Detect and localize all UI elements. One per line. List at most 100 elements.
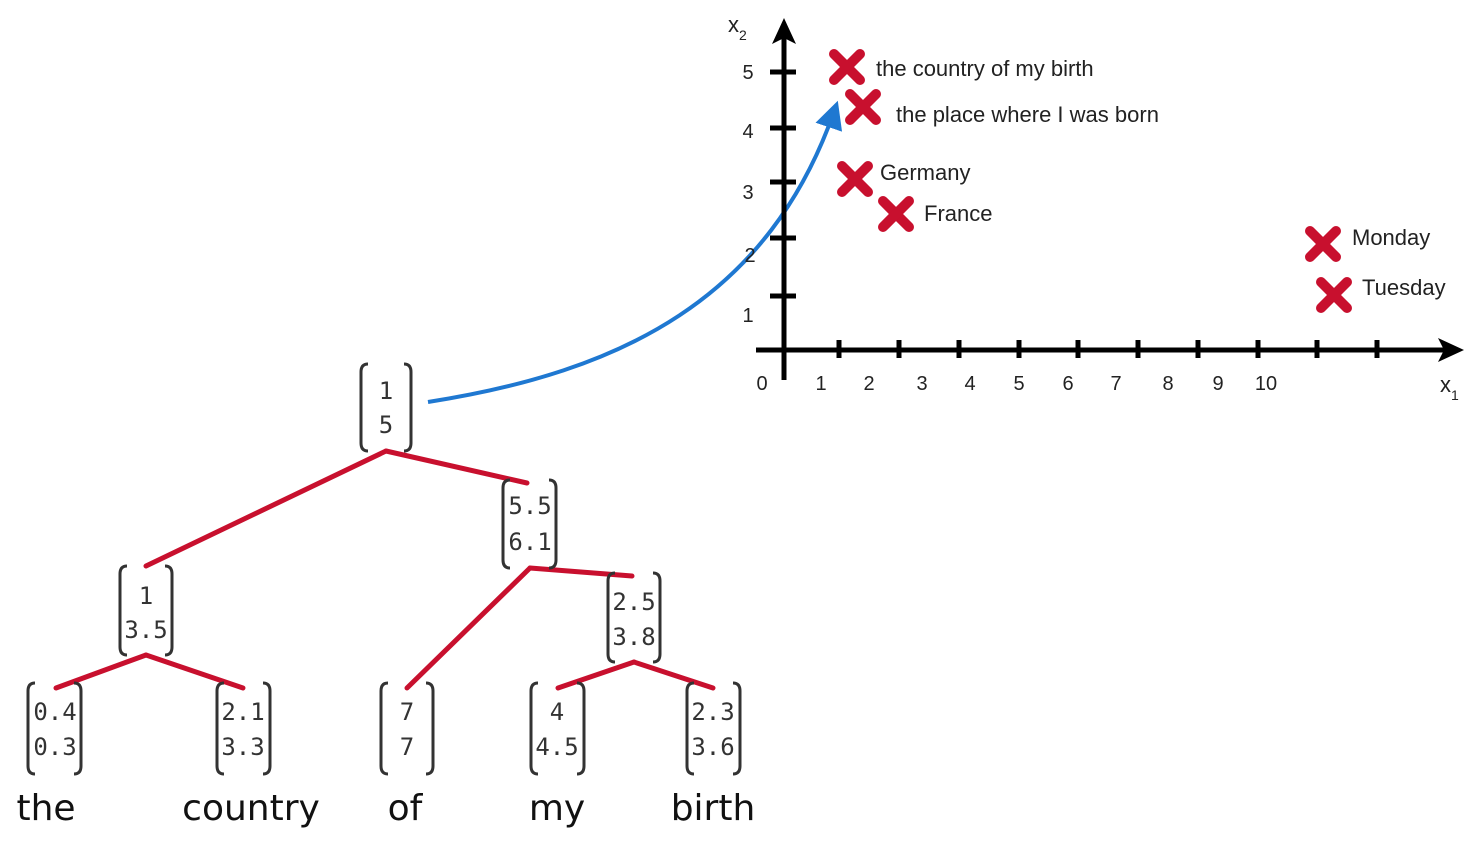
vector-bottom-value: 3.8	[612, 623, 655, 651]
x-marker-icon	[1305, 226, 1341, 262]
bracket-left	[215, 681, 225, 776]
x-tick-label: 1	[815, 373, 826, 395]
bracket-left	[26, 681, 36, 776]
vector-top-value: 7	[400, 698, 414, 726]
edge-left-the	[53, 652, 149, 691]
edge-left-country	[143, 652, 246, 691]
vector-bottom-value: 0.3	[33, 733, 76, 761]
bracket-left	[359, 362, 369, 453]
y-tick-label: 4	[742, 121, 753, 143]
vector-leaf-birth: 2.3 3.6	[685, 681, 742, 776]
y-axis-label: x2	[728, 12, 747, 43]
vector-bottom-value: 5	[379, 411, 393, 439]
y-axis-label-subscript: 2	[739, 27, 747, 43]
y-tick-label: 5	[742, 62, 753, 84]
bracket-right	[732, 681, 742, 776]
vector-top-value: 1	[139, 582, 153, 610]
edge-right-mybirth	[527, 565, 635, 579]
vector-top-value: 5.5	[508, 492, 551, 520]
x-tick-label: 2	[863, 373, 874, 395]
x-marker-icon	[829, 49, 865, 85]
point-tuesday: Tuesday	[1316, 275, 1446, 313]
vector-leaf-of: 7 7	[379, 681, 435, 776]
bracket-left	[379, 681, 389, 776]
point-label: Tuesday	[1362, 275, 1446, 300]
vector-bottom-value: 6.1	[508, 528, 551, 556]
vector-bottom-value: 3.3	[221, 733, 264, 761]
y-tick-label: 3	[742, 182, 753, 204]
tree-edges	[53, 448, 716, 691]
bracket-left	[501, 478, 511, 570]
y-axis-arrowhead	[772, 18, 796, 44]
vector-top-value: 2.1	[221, 698, 264, 726]
point-label: France	[924, 201, 992, 226]
y-tick-label: 1	[742, 305, 753, 327]
bracket-right	[652, 571, 662, 664]
point-label: Monday	[1352, 225, 1430, 250]
x-axis-label: x1	[1440, 372, 1459, 403]
x-tick-label: 3	[916, 373, 927, 395]
x-axis-label-subscript: 1	[1451, 387, 1459, 403]
word-my: my	[529, 788, 585, 829]
point-label: the country of my birth	[876, 56, 1094, 81]
x-marker-icon	[878, 196, 914, 232]
bracket-left	[118, 564, 128, 657]
x-marker-icon	[845, 89, 881, 125]
vector-node-my-birth: 2.5 3.8	[606, 571, 662, 664]
word-of: of	[388, 788, 424, 829]
word-country: country	[182, 788, 320, 829]
bracket-left	[529, 681, 539, 776]
x-tick-label: 6	[1062, 373, 1073, 395]
bracket-right	[262, 681, 272, 776]
vector-bottom-value: 3.6	[691, 733, 734, 761]
point-france: France	[878, 196, 992, 232]
vector-node-left: 1 3.5	[118, 564, 174, 657]
point-label: the place where I was born	[896, 102, 1159, 127]
vector-top-value: 0.4	[33, 698, 76, 726]
word-the: the	[16, 788, 75, 829]
x-tick-label: 9	[1212, 373, 1223, 395]
x-tick-label: 10	[1255, 373, 1277, 395]
vector-top-value: 2.3	[691, 698, 734, 726]
x-tick-label: 0	[756, 373, 767, 395]
point-label: Germany	[880, 160, 970, 185]
point-monday: Monday	[1305, 225, 1430, 262]
x-tick-label: 5	[1013, 373, 1024, 395]
bracket-right	[576, 681, 586, 776]
y-tick-label: 2	[744, 245, 755, 267]
x-tick-label: 8	[1162, 373, 1173, 395]
edge-mybirth-birth	[631, 659, 716, 691]
vector-top-value: 4	[550, 698, 564, 726]
edge-right-of	[404, 565, 533, 691]
edge-root-left	[143, 448, 389, 569]
vector-leaf-the: 0.4 0.3	[26, 681, 83, 776]
vector-top-value: 1	[379, 377, 393, 405]
vector-bottom-value: 4.5	[535, 733, 578, 761]
plot-points: the country of my birth the place where …	[829, 49, 1446, 313]
bracket-right	[73, 681, 83, 776]
vector-node-right: 5.5 6.1	[501, 478, 558, 570]
point-the-place-where-i-was-born: the place where I was born	[845, 89, 1159, 127]
sentence-words: the country of my birth	[16, 788, 755, 829]
x-axis-ticks	[836, 340, 1380, 358]
x-tick-label: 7	[1110, 373, 1121, 395]
plot-axes: 0 1 2 3 4 5 6 7 8 9 10 1 2 3 4 5 x1 x2	[728, 12, 1464, 403]
mapping-arrow	[427, 100, 843, 404]
vector-bottom-value: 3.5	[124, 616, 167, 644]
x-marker-icon	[1316, 277, 1352, 313]
vector-top-value: 2.5	[612, 588, 655, 616]
edge-root-right	[383, 448, 530, 486]
vector-leaf-country: 2.1 3.3	[215, 681, 272, 776]
bracket-right	[425, 681, 435, 776]
bracket-left	[685, 681, 695, 776]
y-axis-tick-labels: 1 2 3 4 5	[742, 62, 755, 327]
bracket-right	[164, 564, 174, 657]
bracket-left	[606, 571, 616, 664]
vector-node-root: 1 5	[359, 362, 413, 453]
x-axis-arrowhead	[1438, 338, 1464, 362]
x-marker-icon	[837, 161, 873, 197]
vector-bottom-value: 7	[400, 733, 414, 761]
y-axis-ticks	[770, 69, 796, 299]
edge-mybirth-my	[555, 659, 637, 691]
vector-leaf-my: 4 4.5	[529, 681, 586, 776]
